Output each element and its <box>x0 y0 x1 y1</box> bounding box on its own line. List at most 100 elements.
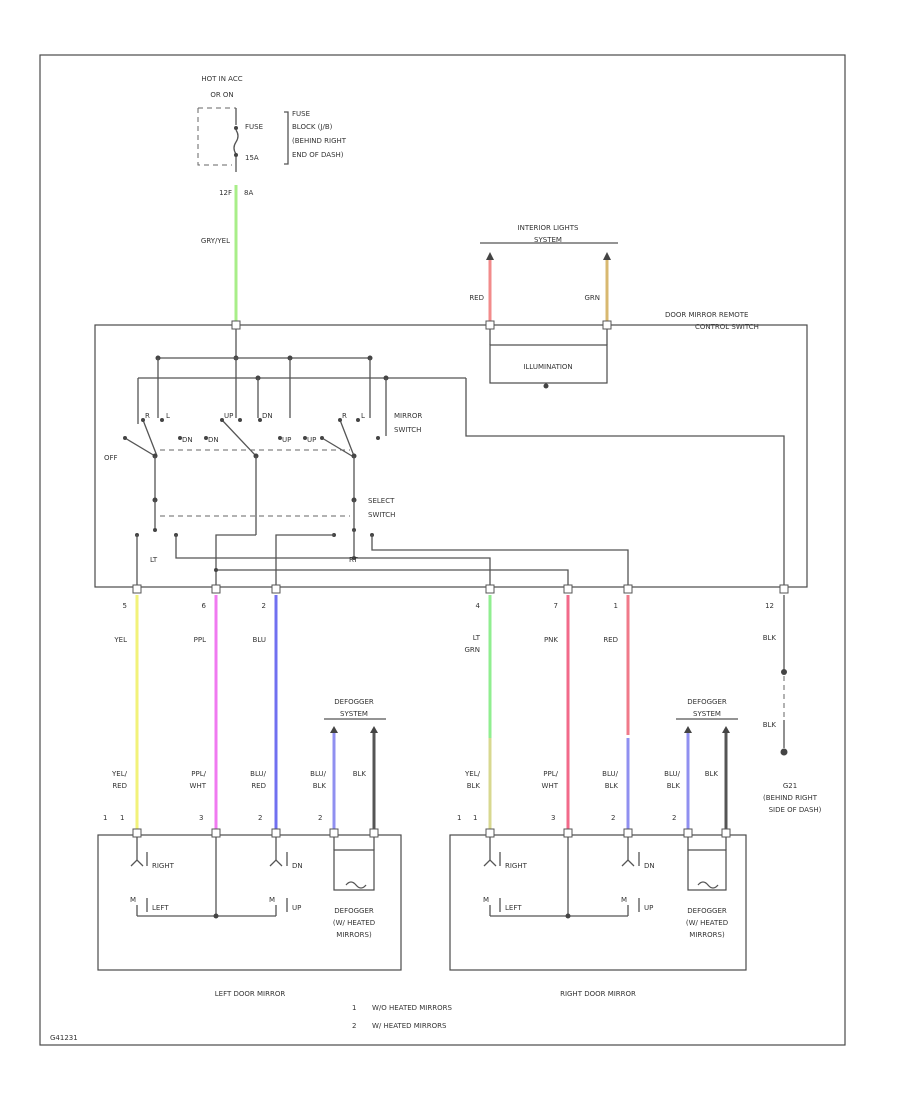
legend-1-num: 1 <box>352 1004 356 1012</box>
ground-label-2: (BEHIND RIGHT <box>763 794 818 802</box>
select-switch-label-1: SELECT <box>368 497 395 505</box>
label-r-2: R <box>342 412 347 420</box>
r-dn-label: DN <box>644 862 655 870</box>
fuse-note-4: END OF DASH) <box>292 151 344 159</box>
wire-label-yel: YEL <box>113 636 127 644</box>
pin-12: 12 <box>765 602 774 610</box>
ll-yel-red-2: RED <box>112 782 127 790</box>
rl-blu-blk-2: BLK <box>605 782 619 790</box>
ground-wire: BLK BLK G21 (BEHIND RIGHT SIDE OF DASH) <box>763 595 822 814</box>
r-defogger-2: (W/ HEATED <box>686 919 728 927</box>
r-defogger-3: MIRRORS) <box>689 931 725 939</box>
wire-label-blk-b: BLK <box>763 721 777 729</box>
r-pin-b: 1 <box>473 814 477 822</box>
l-defogger-3: MIRRORS) <box>336 931 372 939</box>
defogger-r-2: SYSTEM <box>693 710 721 718</box>
defogger-right: DEFOGGER SYSTEM <box>676 698 738 733</box>
door-mirror-label-1: DOOR MIRROR REMOTE <box>665 311 748 319</box>
label-up-2: UP <box>282 436 291 444</box>
interior-label-2: SYSTEM <box>534 236 562 244</box>
wire-label-pnk: PNK <box>544 636 558 644</box>
r-motor-1: M <box>483 896 489 904</box>
ll-blk: BLK <box>353 770 367 778</box>
l-pin-d: 2 <box>258 814 262 822</box>
rl-yel-blk-2: BLK <box>467 782 481 790</box>
label-up-3: UP <box>307 436 316 444</box>
rl-ppl-wht-1: PPL/ <box>543 770 558 778</box>
l-pin-e: 2 <box>318 814 322 822</box>
r-motor-2: M <box>621 896 627 904</box>
label-rt: RT <box>349 556 358 564</box>
wire-label-ppl: PPL <box>194 636 206 644</box>
harness-wires <box>135 595 728 830</box>
illumination-box <box>489 344 608 384</box>
interior-label-1: INTERIOR LIGHTS <box>518 224 579 232</box>
fuse-amp: 15A <box>245 154 259 162</box>
defogger-l-2: SYSTEM <box>340 710 368 718</box>
interior-lights: INTERIOR LIGHTS SYSTEM RED GRN <box>469 224 618 322</box>
left-door-mirror: 1 1 3 2 2 RIGHT M LEFT DN M UP DEFOGGER <box>97 814 402 971</box>
legend-2-num: 2 <box>352 1022 356 1030</box>
fuse-note-3: (BEHIND RIGHT <box>292 137 347 145</box>
fuse-note-1: FUSE <box>292 110 310 118</box>
wire-label-grn: GRN <box>584 294 600 302</box>
wire-label-red2: RED <box>603 636 618 644</box>
ll-ppl-wht-2: WHT <box>190 782 207 790</box>
ll-blu-blk-1: BLU/ <box>310 770 326 778</box>
connector-pins <box>132 320 789 594</box>
label-off: OFF <box>104 454 118 462</box>
switch-box <box>94 324 808 588</box>
l-left-label: LEFT <box>152 904 169 912</box>
rl-blk: BLK <box>705 770 719 778</box>
diagram-frame <box>39 54 846 1046</box>
fuse-block: HOT IN ACC OR ON FUSE 15A FUSE BLOCK (J/… <box>197 75 347 197</box>
fuse-note-2: BLOCK (J/B) <box>292 123 333 131</box>
legend-2: W/ HEATED MIRRORS <box>372 1022 447 1030</box>
conn-12f: 12F <box>219 189 232 197</box>
r-pin-e: 2 <box>672 814 676 822</box>
r-pin-c: 3 <box>551 814 555 822</box>
rl-yel-blk-1: YEL/ <box>464 770 481 778</box>
label-dn-2: DN <box>182 436 193 444</box>
rl-blu-blk-1: BLU/ <box>602 770 618 778</box>
defogger-r-1: DEFOGGER <box>687 698 727 706</box>
l-dn-label: DN <box>292 862 303 870</box>
rl-blu-blk2-2: BLK <box>667 782 681 790</box>
r-pin-d: 2 <box>611 814 615 822</box>
pin-5: 5 <box>123 602 127 610</box>
select-switch-label-2: SWITCH <box>368 511 395 519</box>
rl-ppl-wht-2: WHT <box>542 782 559 790</box>
label-r-1: R <box>145 412 150 420</box>
pin-1: 1 <box>614 602 618 610</box>
hot-label-2: OR ON <box>210 91 233 99</box>
wire-label-blk-a: BLK <box>763 634 777 642</box>
l-motor-1: M <box>130 896 136 904</box>
label-dn-3: DN <box>208 436 219 444</box>
wire-label-red: RED <box>469 294 484 302</box>
r-right-label: RIGHT <box>505 862 528 870</box>
fuse-label: FUSE <box>245 123 263 131</box>
wire-label-lt-grn-2: GRN <box>464 646 480 654</box>
r-left-label: LEFT <box>505 904 522 912</box>
right-door-mirror: 1 1 3 2 2 RIGHT M LEFT DN M UP DEFOGGER <box>449 814 747 971</box>
label-dn-1: DN <box>262 412 273 420</box>
l-right-label: RIGHT <box>152 862 175 870</box>
pin-4: 4 <box>476 602 481 610</box>
hot-label-1: HOT IN ACC <box>201 75 242 83</box>
ll-blu-red-2: RED <box>251 782 266 790</box>
pin-6: 6 <box>202 602 207 610</box>
wire-label-lt-grn-1: LT <box>473 634 481 642</box>
door-mirror-label-2: CONTROL SWITCH <box>695 323 759 331</box>
ll-blu-blk-2: BLK <box>313 782 327 790</box>
l-pin-a: 1 <box>103 814 107 822</box>
l-defogger-2: (W/ HEATED <box>333 919 375 927</box>
ll-ppl-wht-1: PPL/ <box>191 770 206 778</box>
l-pin-c: 3 <box>199 814 203 822</box>
mirror-switch-label-2: SWITCH <box>394 426 421 434</box>
r-pin-a: 1 <box>457 814 461 822</box>
switch-internal-wiring <box>123 325 785 587</box>
illumination-label: ILLUMINATION <box>523 363 572 371</box>
ground-label-3: SIDE OF DASH) <box>769 806 822 814</box>
r-defogger-1: DEFOGGER <box>687 907 727 915</box>
